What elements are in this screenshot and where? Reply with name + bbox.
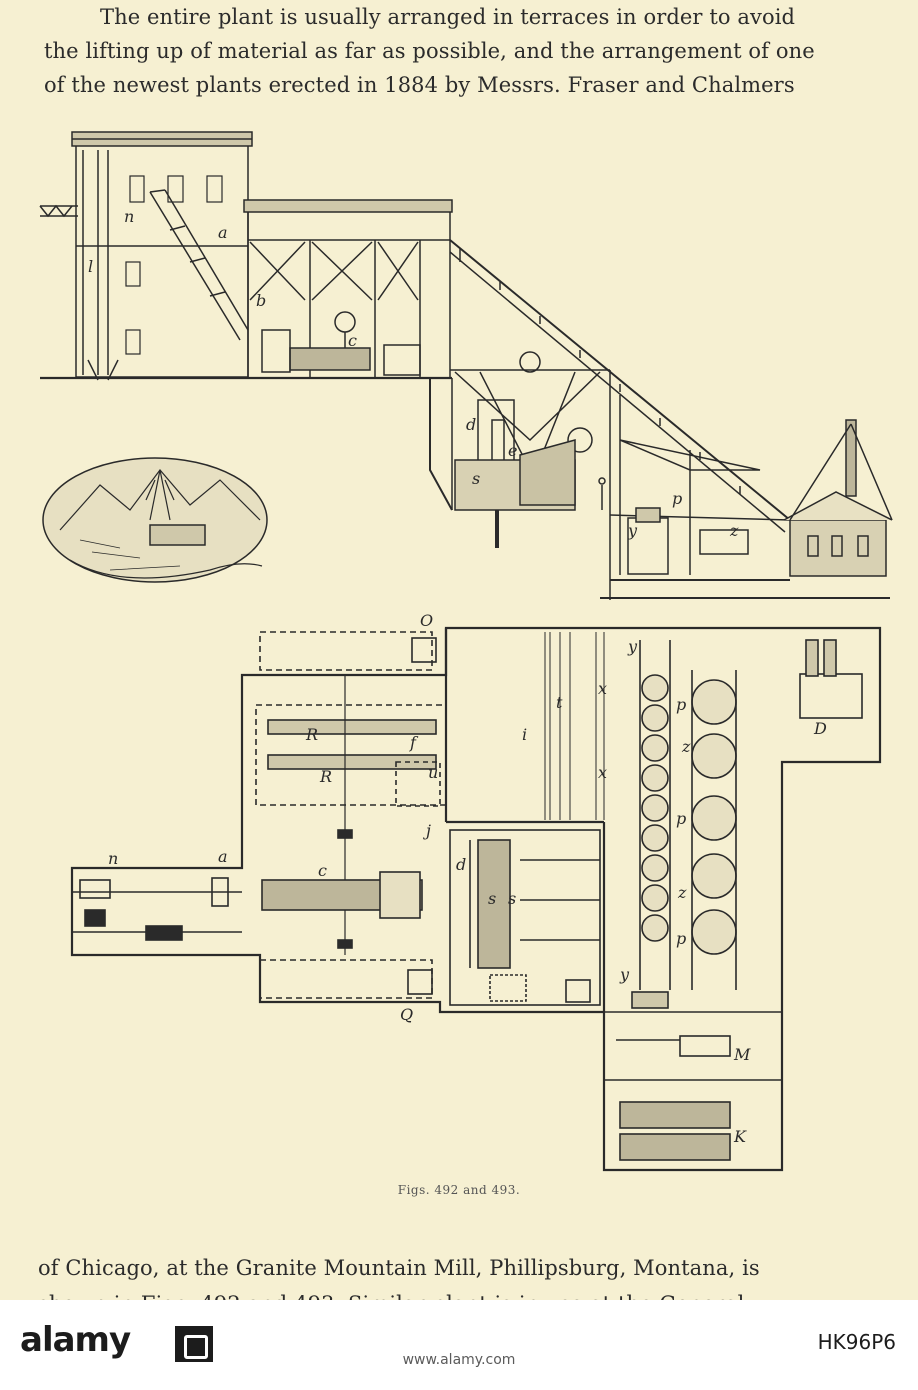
figure-label: a [218, 847, 228, 866]
figure-label: a [218, 223, 228, 242]
figure-label: t [556, 693, 563, 712]
top-paragraph-line: of the newest plants erected in 1884 by … [44, 73, 795, 97]
figure-label: y [627, 637, 638, 656]
figure-label: z [677, 883, 687, 902]
figure-label: e [508, 441, 517, 460]
figure-label: y [619, 965, 630, 984]
figure-label: z [681, 737, 691, 756]
figure-label: K [733, 1127, 747, 1146]
figure-label: d [466, 415, 476, 434]
bottom-paragraph-line: of Chicago, at the Granite Mountain Mill… [38, 1256, 760, 1280]
figure-label: z [729, 521, 739, 540]
figure-label: p [676, 809, 686, 828]
figure-label: c [318, 861, 327, 880]
book-page: The entire plant is usually arranged in … [0, 0, 918, 1300]
figure-label: x [598, 763, 607, 782]
figure-label: s [508, 889, 516, 908]
figure-label: Q [400, 1005, 413, 1024]
bottom-paragraph-line: shown in Figs. 492 and 493. Similar plan… [38, 1286, 760, 1300]
figure-label: p [672, 489, 682, 508]
top-paragraph-line: the lifting up of material as far as pos… [44, 39, 815, 63]
figure-label: p [676, 695, 686, 714]
figure-label: f [409, 733, 419, 752]
figure-label: i [522, 725, 527, 744]
figure-label: n [124, 207, 134, 226]
figure-label: l [88, 257, 93, 276]
top-paragraph: The entire plant is usually arranged in … [44, 0, 815, 102]
mill-plan-drawing [70, 626, 882, 1172]
figure-label: x [598, 679, 607, 698]
image-id: HK96P6 [817, 1330, 896, 1354]
alamy-logo: alamy [20, 1320, 131, 1360]
mill-elevation-drawing [39, 131, 893, 600]
figure-label: O [420, 611, 433, 630]
figure-label: y [627, 521, 638, 540]
figure-label: b [256, 291, 266, 310]
watermark-url: www.alamy.com [402, 1352, 516, 1368]
top-paragraph-line: The entire plant is usually arranged in … [100, 5, 796, 29]
figure-label: R [319, 767, 332, 786]
figure-label: n [108, 849, 118, 868]
landscape-vignette [42, 457, 268, 583]
figure-caption: Figs. 492 and 493. [397, 1183, 521, 1197]
figure-label: D [813, 719, 827, 738]
mill-engraving-figure: n a l b c d e s p y z O R R f u i t x x … [39, 131, 893, 1172]
figure-label: s [472, 469, 480, 488]
figure-label: u [428, 763, 438, 782]
figure-label: j [423, 821, 431, 840]
bottom-paragraph: of Chicago, at the Granite Mountain Mill… [38, 1250, 760, 1300]
stock-banner [0, 1300, 918, 1390]
figure-label: c [348, 331, 357, 350]
alamy-logo-mark-icon [175, 1326, 213, 1362]
figure-label: d [456, 855, 466, 874]
figure-label: p [676, 929, 686, 948]
figure-label: s [488, 889, 496, 908]
figure-label: R [305, 725, 318, 744]
figure-label: M [733, 1045, 751, 1064]
